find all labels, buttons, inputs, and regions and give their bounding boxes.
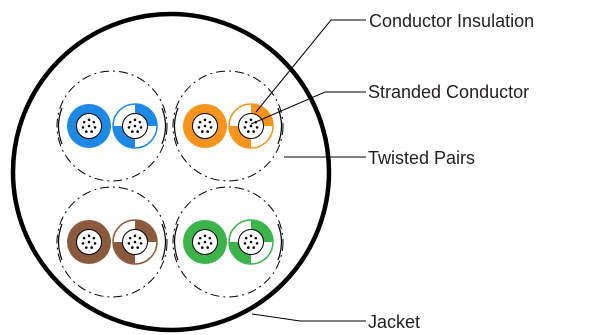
- conductor-insulation-label: Conductor Insulation: [369, 11, 535, 31]
- brown-pair-left-bracket: [57, 223, 63, 261]
- leader-line-jacket: [251, 313, 366, 322]
- blue-pair-left-bracket: [57, 107, 63, 145]
- green-pair-left-bracket: [173, 223, 179, 261]
- pairs-layer: [56, 70, 284, 298]
- blue-pair-striped-strands: [127, 118, 143, 133]
- brown-pair-twist-boundary: [56, 186, 168, 298]
- orange-pair-twist-boundary: [172, 70, 284, 182]
- brown-pair-solid-strands: [81, 234, 97, 249]
- orange-pair-solid-strands: [197, 118, 213, 133]
- twisted-pairs-label: Twisted Pairs: [368, 148, 476, 168]
- green-pair-twist-boundary: [172, 186, 284, 298]
- green-pair-solid-strands: [197, 234, 213, 249]
- green-pair-right-bracket: [277, 223, 283, 261]
- jacket-label: Jacket: [368, 312, 421, 332]
- brown-pair-striped-strands: [127, 234, 143, 249]
- green-pair: [172, 186, 284, 298]
- blue-pair-solid-strands: [81, 118, 97, 133]
- orange-pair-right-bracket: [277, 107, 283, 145]
- orange-pair: [172, 70, 284, 182]
- jacket-outline: [10, 11, 332, 333]
- leader-line-stranded-conductor: [250, 91, 366, 125]
- stranded-conductor-label: Stranded Conductor: [368, 82, 530, 102]
- brown-pair: [56, 186, 168, 298]
- blue-pair: [56, 70, 168, 182]
- brown-pair-right-bracket: [161, 223, 167, 261]
- orange-pair-left-bracket: [173, 107, 179, 145]
- leader-line-conductor-insulation: [255, 19, 366, 113]
- green-pair-striped-strands: [243, 234, 259, 249]
- blue-pair-twist-boundary: [56, 70, 168, 182]
- leader-lines: [250, 19, 366, 322]
- blue-pair-right-bracket: [161, 107, 167, 145]
